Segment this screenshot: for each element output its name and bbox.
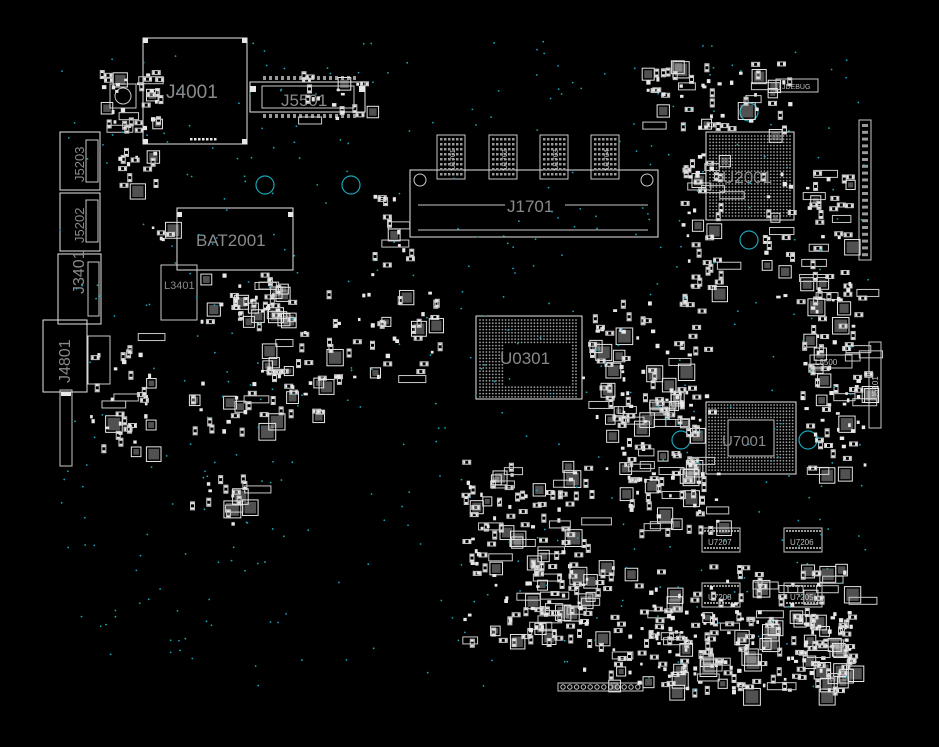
u7206-label: U7206 <box>790 538 814 547</box>
j5101-connector[interactable]: J5101 <box>868 341 882 429</box>
u0301-component[interactable]: U0301 <box>475 315 583 400</box>
u2001-label: U2001 <box>722 168 772 187</box>
j3401-component[interactable]: J3401 <box>57 250 102 325</box>
j4001-label: J4001 <box>166 82 218 103</box>
j3401-label: J3401 <box>71 250 88 294</box>
j5202-component[interactable]: J5202 <box>59 192 101 252</box>
memory-chip-u1702[interactable]: U1702 <box>488 134 518 180</box>
bottom-pin-header <box>557 682 644 692</box>
j5202-label: J5202 <box>72 208 87 243</box>
l3401-label: L3401 <box>164 280 195 292</box>
u1704-label: U1704 <box>604 149 611 170</box>
memory-chip-u1704[interactable]: U1704 <box>590 134 620 180</box>
j5501-label: J5501 <box>281 91 327 110</box>
bat2001-component[interactable]: BAT2001 <box>176 207 294 271</box>
j5203-label: J5203 <box>72 147 87 182</box>
j1701-label: J1701 <box>507 197 553 216</box>
j4801-label: J4801 <box>57 339 74 383</box>
u1703-label: U1703 <box>553 149 560 170</box>
vram-u7206[interactable]: U7206 <box>783 527 823 553</box>
l3401-component[interactable]: L3401 <box>160 264 198 321</box>
vias <box>59 40 870 691</box>
u7205-label: U7205 <box>790 593 814 602</box>
j1701-component[interactable]: J1701 <box>409 169 659 238</box>
u7001-label: U7001 <box>722 433 766 450</box>
right-vertical-connector <box>858 119 872 261</box>
memory-chip-u1701[interactable]: U1701 <box>436 134 466 180</box>
memory-chip-u1703[interactable]: U1703 <box>539 134 569 180</box>
u7207-label: U7207 <box>708 538 732 547</box>
u7208-label: U7208 <box>708 593 732 602</box>
left-vertical-header <box>59 389 73 467</box>
u2001-component[interactable]: U2001 <box>705 131 795 221</box>
passive-components <box>90 60 884 706</box>
bat2001-label: BAT2001 <box>196 231 266 250</box>
j4001-component[interactable]: J4001 <box>142 37 248 145</box>
jdebug-connector[interactable]: JDEBUG <box>775 78 819 93</box>
u0301-label: U0301 <box>500 349 550 368</box>
u1701-label: U1701 <box>450 149 457 170</box>
jdebug-label: JDEBUG <box>782 84 810 91</box>
u7001-component[interactable]: U7001 <box>705 401 797 475</box>
l8500-label: L8500 <box>815 358 838 367</box>
u1702-label: U1702 <box>502 149 509 170</box>
j5203-component[interactable]: J5203 <box>59 131 101 191</box>
